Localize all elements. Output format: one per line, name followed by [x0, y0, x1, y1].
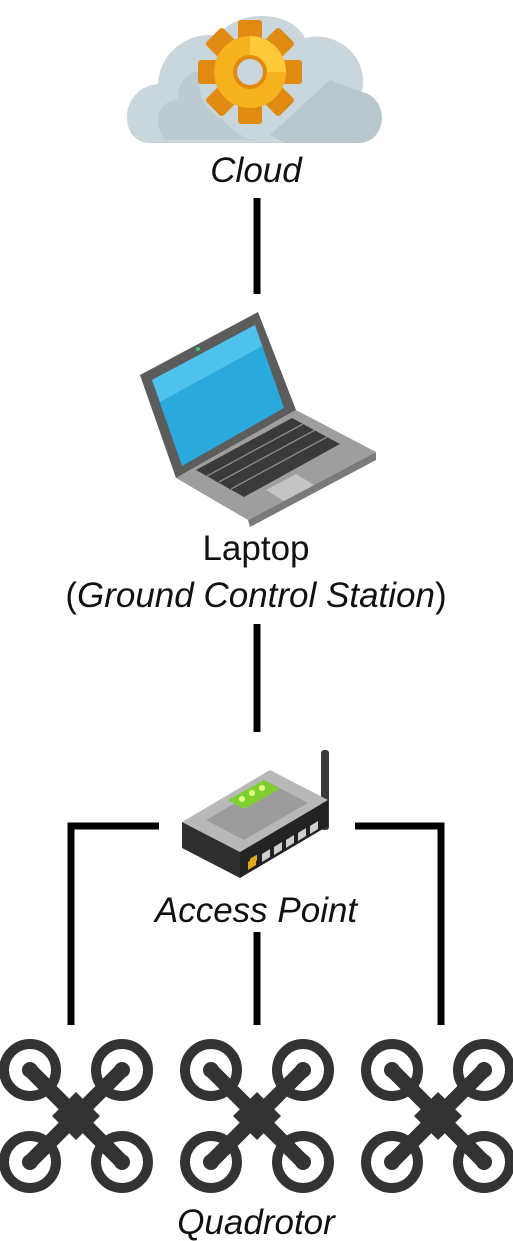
- cloud-shadow: [270, 80, 382, 143]
- router-top-panel: [206, 783, 308, 840]
- laptop-icon: [140, 312, 376, 527]
- router-leds: [239, 785, 265, 802]
- cloud-shade: [157, 71, 250, 140]
- laptop-screen-glare: [152, 325, 262, 402]
- access-point-label: Access Point: [153, 891, 359, 930]
- quadrotor-icon: [4, 1044, 148, 1188]
- quadrotor-label: Quadrotor: [177, 1203, 336, 1241]
- laptop-label: Laptop: [202, 529, 309, 568]
- router-front: [182, 822, 240, 878]
- laptop-sublabel-open: (: [65, 576, 77, 615]
- laptop-sublabel-text: Ground Control Station: [77, 576, 435, 615]
- laptop-sublabel: (Ground Control Station): [65, 576, 446, 615]
- laptop-keyboard: [196, 418, 340, 497]
- laptop-camera: [196, 347, 200, 351]
- edge-ap-quadrotor-1: [67, 822, 159, 1025]
- router-port-row: [248, 821, 318, 870]
- laptop-base-edge: [248, 452, 376, 527]
- cloud-label: Cloud: [210, 151, 303, 190]
- wireless-router-icon: [182, 750, 329, 878]
- quadrotor-icon: [366, 1044, 510, 1188]
- cloud-gear-icon: [126, 16, 382, 143]
- laptop-touchpad: [266, 474, 314, 501]
- quadrotor-icon: [185, 1044, 329, 1188]
- gear-icon: [198, 20, 302, 124]
- laptop-screen: [152, 325, 284, 466]
- edge-ap-quadrotor-3: [355, 822, 445, 1025]
- laptop-sublabel-close: ): [435, 576, 447, 615]
- laptop-keys: [206, 423, 328, 490]
